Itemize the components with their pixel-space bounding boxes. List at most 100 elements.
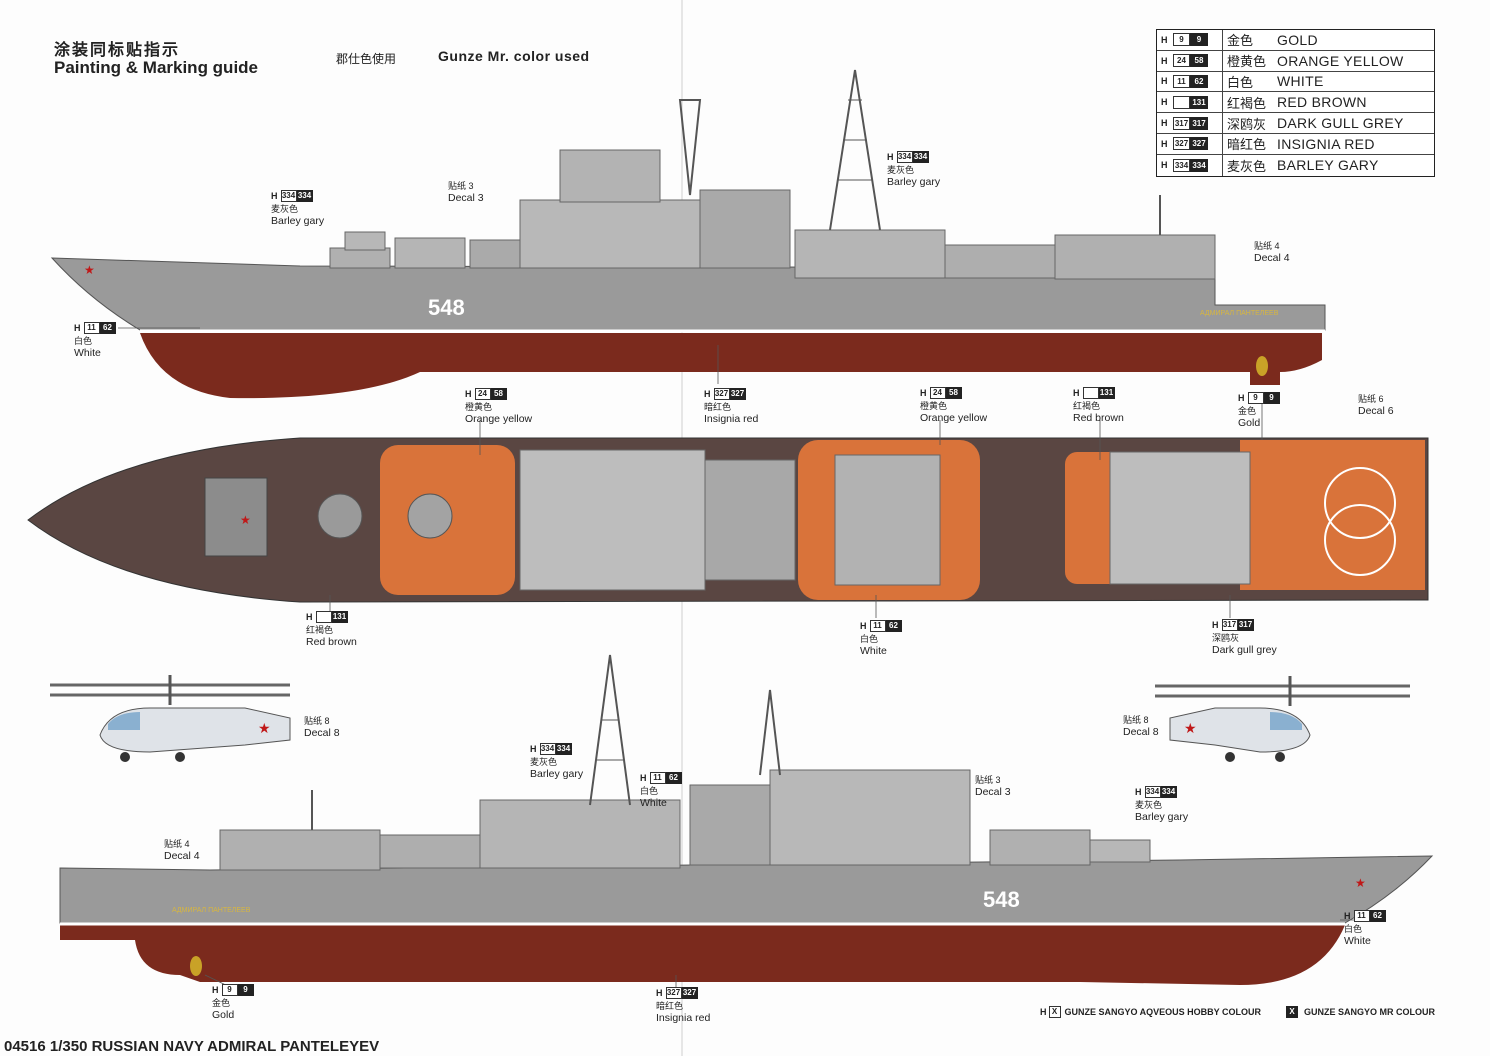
callout-en: Red brown [306, 636, 357, 648]
heli-right-canopy [1270, 712, 1302, 730]
bottom-profile-ship: ★ 548 АДМИРАЛ ПАНТЕЛЕЕВ [59, 654, 1434, 985]
legend-code-aqueous: 317 [1173, 116, 1190, 130]
heli-right-star-icon: ★ [1184, 720, 1197, 736]
deck-funnel-block [704, 459, 796, 581]
callout-bot-decal4: 贴纸 4 Decal 4 [164, 838, 200, 862]
aqueous-h: H [1040, 1007, 1047, 1017]
callout-en: Insignia red [704, 413, 759, 425]
callout-en: Gold [212, 1009, 235, 1021]
callout-en: Decal 3 [975, 786, 1011, 798]
helicopter-right: ★ [1155, 676, 1410, 762]
callout-cn: 白色 [860, 634, 879, 644]
callout-cn: 暗红色 [704, 402, 732, 412]
legend-cn: 金色 [1227, 33, 1254, 49]
mr-legend: X GUNZE SANGYO MR COLOUR [1286, 1006, 1435, 1018]
legend-en: DARK GULL GREY [1277, 115, 1404, 132]
callout-cn: 红褐色 [306, 625, 334, 635]
helicopter-left: ★ [50, 675, 291, 762]
top-forward-turret [329, 247, 391, 269]
top-hull-number: 548 [428, 295, 465, 320]
heli-right-wheel [1275, 752, 1285, 762]
callout-en: Red brown [1073, 412, 1124, 424]
legend-h: H [1161, 34, 1168, 45]
callout-heli-left-decal8: 贴纸 8 Decal 8 [304, 715, 340, 739]
mr-box: X [1286, 1006, 1298, 1018]
callout-en: Decal 6 [1358, 405, 1394, 417]
legend-h: H [1161, 76, 1168, 87]
top-launcher-block [394, 237, 466, 269]
aqueous-box: X [1048, 1006, 1061, 1018]
top-mast-main [829, 69, 881, 231]
callout-code-mr: 131 [1098, 387, 1115, 399]
top-red-star-icon: ★ [84, 263, 95, 277]
callout-code-mr: 131 [331, 611, 348, 623]
callout-code-mr: 58 [945, 387, 962, 399]
callout-code-aqueous: 334 [896, 151, 913, 163]
callout-cn: 贴纸 4 [164, 839, 190, 849]
callout-cn: 白色 [640, 786, 659, 796]
callout-code-mr: 62 [665, 772, 682, 784]
callout-cn: 贴纸 6 [1358, 394, 1384, 404]
bottom-forward-turret [1089, 839, 1151, 863]
bottom-name-plate: АДМИРАЛ ПАНТЕЛЕЕВ [172, 907, 251, 914]
legend-code-aqueous: 334 [1173, 158, 1190, 172]
callout-cn: 贴纸 3 [448, 181, 474, 191]
callout-code-aqueous: 317 [1221, 619, 1238, 631]
callout-cn: 麦灰色 [887, 165, 915, 175]
callout-en: White [74, 347, 101, 359]
bottom-hangar [219, 829, 381, 871]
callout-code-aqueous: 24 [474, 388, 491, 400]
legend-h: H [1161, 138, 1168, 149]
legend-code-aqueous: 327 [1173, 137, 1190, 151]
deck-orange-helipad [1240, 440, 1425, 590]
title-chinese: 涂装同标贴指示 [54, 42, 181, 59]
callout-en: Decal 4 [164, 850, 200, 862]
legend-code-aqueous: 9 [1173, 33, 1190, 47]
callout-code-aqueous [1082, 387, 1099, 399]
callout-cn: 暗红色 [656, 1001, 684, 1011]
deck-superstructure-fwd [519, 449, 706, 591]
top-aft-block [944, 244, 1056, 279]
legend-code-mr: 334 [1190, 158, 1208, 172]
callout-en: Decal 8 [304, 727, 340, 739]
callout-cn: 红褐色 [1073, 401, 1101, 411]
deck-launcher-bow [204, 477, 268, 557]
legend-code-mr: 317 [1190, 116, 1208, 130]
legend-en: ORANGE YELLOW [1277, 52, 1404, 69]
deck-hangar [1109, 451, 1251, 585]
bottom-propeller [190, 956, 202, 976]
deck-turret-2 [407, 493, 453, 539]
callout-code-mr: 334 [1160, 786, 1177, 798]
legend-h: H [1161, 55, 1168, 66]
bottom-hull-grey [59, 855, 1434, 924]
callout-en: Barley gary [530, 768, 584, 780]
deck-turret-1 [317, 493, 363, 539]
bottom-funnel [689, 784, 771, 866]
bottom-mast-main [589, 654, 631, 806]
callout-en: Decal 8 [1123, 726, 1159, 738]
legend-cn: 红褐色 [1227, 95, 1267, 111]
deck-red-star-icon: ★ [240, 513, 251, 527]
legend-en: GOLD [1277, 31, 1318, 48]
callout-code-mr: 62 [885, 620, 902, 632]
top-bridge-block [519, 199, 701, 269]
bottom-bridge-block [769, 769, 971, 866]
top-mast-fwd [678, 99, 702, 196]
mr-label: GUNZE SANGYO MR COLOUR [1304, 1007, 1436, 1017]
top-propeller [1256, 356, 1268, 376]
callout-heli-right-decal8: 贴纸 8 Decal 8 [1123, 714, 1159, 738]
callout-code-mr: 62 [1369, 910, 1386, 922]
top-profile-ship: ★ 548 АДМИРАЛ ПАНТЕЛЕЕВ [50, 69, 1326, 399]
heli-left-wheel [120, 752, 130, 762]
callout-code-mr: 9 [1263, 392, 1280, 404]
callout-en: Orange yellow [465, 413, 533, 425]
legend-cn: 橙黄色 [1227, 54, 1267, 70]
deck-helipad-circle [1324, 504, 1396, 576]
callout-code-aqueous: 11 [649, 772, 666, 784]
